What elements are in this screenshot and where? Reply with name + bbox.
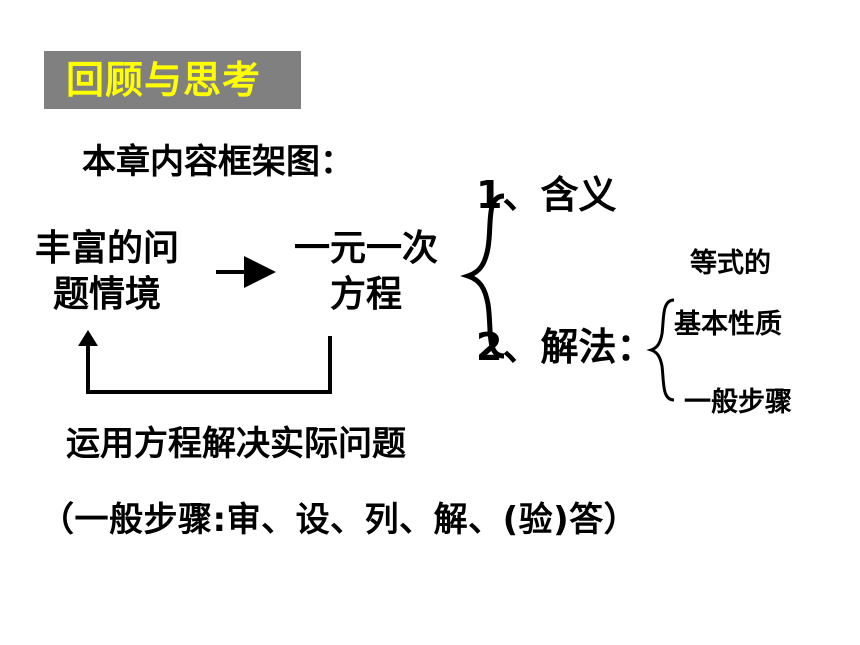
framework-heading: 本章内容框架图： [82,142,354,182]
main-brace [460,193,505,359]
solving-sub-header: 等式的 [690,248,771,279]
solving-sub-steps: 一般步骤 [684,387,792,418]
title-banner [44,51,301,109]
node-situation: 丰富的问 题情境 [20,226,194,318]
page-title: 回顾与思考 [66,58,262,102]
solving-sub-property: 基本性质 [674,309,782,340]
feedback-loop-line [86,336,332,394]
solving-brace [646,298,675,402]
node-equation-line1: 一元一次 [293,228,438,269]
application-steps: （一般步骤:审、设、列、解、(验)答） [40,500,639,540]
application-label: 运用方程解决实际问题 [66,424,406,464]
branch-solving: 2、解法： [476,325,655,369]
feedback-arrow-head [78,330,98,346]
node-equation: 一元一次 方程 [276,226,456,318]
node-situation-line1: 丰富的问 [34,228,179,269]
node-situation-line2: 题情境 [52,274,161,315]
node-equation-line2: 方程 [329,274,402,315]
